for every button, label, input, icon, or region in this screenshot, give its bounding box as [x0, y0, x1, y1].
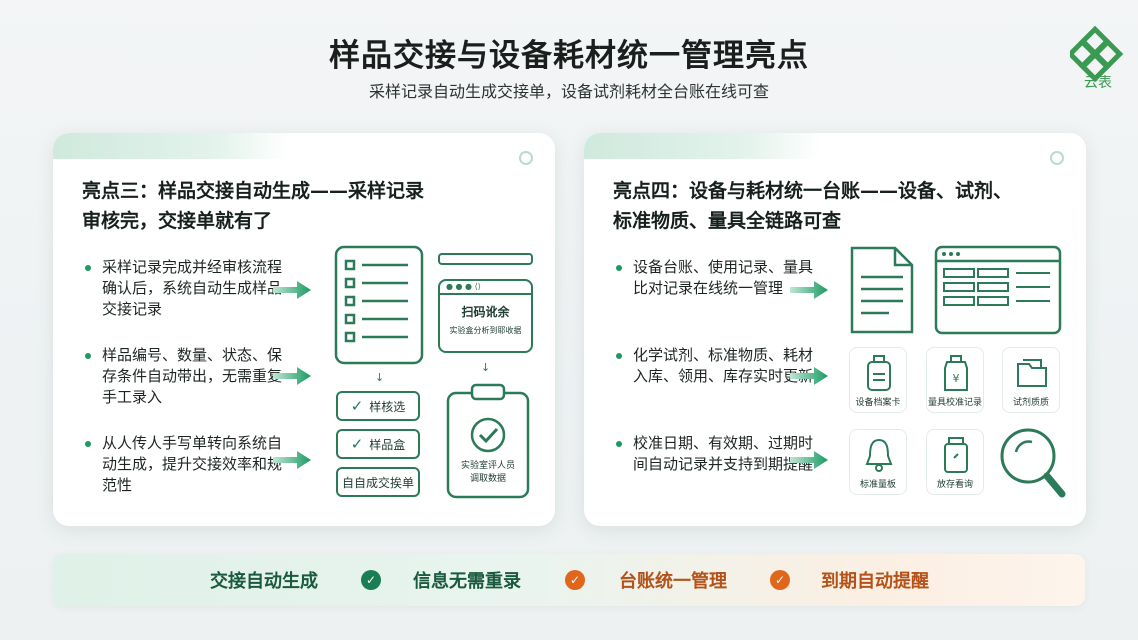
summary-bar: 交接自动生成 ✓ 信息无需重录 ✓ 台账统一管理 ✓ 到期自动提醒: [53, 554, 1085, 606]
brand-logo-icon: [1070, 25, 1124, 83]
check-circle-icon: ✓: [770, 570, 790, 590]
clipboard-line: 调取数据: [469, 474, 506, 484]
check-circle-icon: ✓: [361, 570, 381, 590]
card-title-line: 亮点三：样品交接自动生成——采样记录: [82, 180, 425, 202]
tile-label: 放存看询: [936, 480, 973, 490]
button-label: 样核选: [369, 399, 406, 414]
clipboard-text: 实验室评人员 调取数据: [448, 460, 528, 486]
bullet-item: 化学试剂、标准物质、耗材入库、领用、库存实时更新: [613, 345, 813, 387]
ledger-window-icon: [934, 245, 1062, 335]
brand-logo-text: 云表: [1084, 75, 1112, 91]
arrow-right-icon: [273, 281, 311, 299]
bullet-item: 样品编号、数量、状态、保存条件自动带出，无需重复手工录入: [82, 345, 282, 408]
reagent-bottle-icon: ¥: [944, 355, 968, 391]
checklist-document-icon: [334, 245, 424, 365]
scan-panel: ● ● ● ⟨⟩ 扫码讹余 实验盒分析到耶收据: [438, 279, 533, 353]
button-label: 自自成交挨单: [341, 475, 414, 490]
card-title: 亮点四：设备与耗材统一台账——设备、试剂、 标准物质、量具全链路可查: [613, 176, 1073, 236]
check-circle-icon: ✓: [565, 570, 585, 590]
clipboard-icon: [446, 383, 530, 499]
arrow-right-icon: [790, 281, 828, 299]
summary-item-no-reentry: 信息无需重录: [413, 571, 521, 592]
card-title-line: 审核完，交接单就有了: [82, 210, 273, 232]
arrow-right-icon: [790, 367, 828, 385]
scan-subtitle: 实验盒分析到耶收据: [449, 326, 522, 335]
bullet-item: 从人传人手写单转向系统自动生成，提升交接效率和规范性: [82, 433, 282, 496]
bullet-item: 设备台账、使用记录、量具比对记录在线统一管理: [613, 257, 813, 299]
scan-title: 扫码讹余: [461, 305, 510, 319]
storage-query-tile[interactable]: 放存看询: [926, 429, 984, 495]
tile-label: 试剂质质: [1012, 398, 1049, 408]
equipment-file-card-tile[interactable]: 设备档案卡: [849, 347, 907, 413]
magnifier-icon: [1000, 428, 1066, 498]
card-title: 亮点三：样品交接自动生成——采样记录 审核完，交接单就有了: [82, 176, 502, 236]
standard-board-tile[interactable]: 标准量板: [849, 429, 907, 495]
gauge-calibration-tile[interactable]: ¥ 量具校准记录: [926, 347, 984, 413]
auto-handover-button[interactable]: 自自成交挨单: [336, 467, 420, 497]
card-dot-decoration: [519, 151, 533, 165]
sample-box-button[interactable]: ✓ 样品盒: [336, 429, 420, 459]
check-icon: ✓: [350, 397, 364, 415]
window-dots-icon: ● ● ● ⟨⟩: [440, 281, 531, 295]
summary-item-ledger: 台账统一管理: [619, 571, 727, 592]
highlight-card-4: 亮点四：设备与耗材统一台账——设备、试剂、 标准物质、量具全链路可查 设备台账、…: [584, 133, 1086, 526]
card-tab-decoration: [53, 133, 289, 159]
arrow-down-icon: ↓: [481, 361, 491, 374]
button-label: 样品盒: [369, 437, 406, 452]
summary-item-handover: 交接自动生成: [210, 571, 318, 592]
summary-item-reminder: 到期自动提醒: [821, 571, 929, 592]
reagent-quality-tile[interactable]: 试剂质质: [1002, 347, 1060, 413]
bullet-item: 采样记录完成并经审核流程确认后，系统自动生成样品交接记录: [82, 257, 282, 320]
card-tab-decoration: [584, 133, 820, 159]
arrow-right-icon: [273, 367, 311, 385]
tile-label: 标准量板: [859, 480, 896, 490]
tile-label: 量具校准记录: [927, 398, 982, 408]
highlight-card-3: 亮点三：样品交接自动生成——采样记录 审核完，交接单就有了 采样记录完成并经审核…: [53, 133, 555, 526]
arrow-right-icon: [790, 451, 828, 469]
page-subtitle: 采样记录自动生成交接单，设备试剂耗材全台账在线可查: [368, 82, 769, 101]
window-header-bar: [438, 253, 533, 265]
clipboard-line: 实验室评人员: [460, 461, 515, 471]
check-icon: ✓: [350, 435, 364, 453]
bottle-icon: [867, 355, 891, 391]
bell-icon: [865, 438, 893, 472]
tile-label: 设备档案卡: [855, 398, 901, 408]
verify-sample-button[interactable]: ✓ 样核选: [336, 391, 420, 421]
folder-icon: [1017, 359, 1047, 387]
svg-text:¥: ¥: [953, 372, 960, 385]
card-title-line: 标准物质、量具全链路可查: [613, 210, 842, 232]
card-dot-decoration: [1050, 151, 1064, 165]
jar-icon: [944, 437, 968, 473]
document-icon: [850, 246, 914, 334]
page-title: 样品交接与设备耗材统一管理亮点: [329, 38, 809, 74]
arrow-right-icon: [273, 451, 311, 469]
arrow-down-icon: ↓: [375, 371, 385, 384]
card-title-line: 亮点四：设备与耗材统一台账——设备、试剂、: [613, 180, 1013, 202]
bullet-item: 校准日期、有效期、过期时间自动记录并支持到期提醒: [613, 433, 813, 475]
